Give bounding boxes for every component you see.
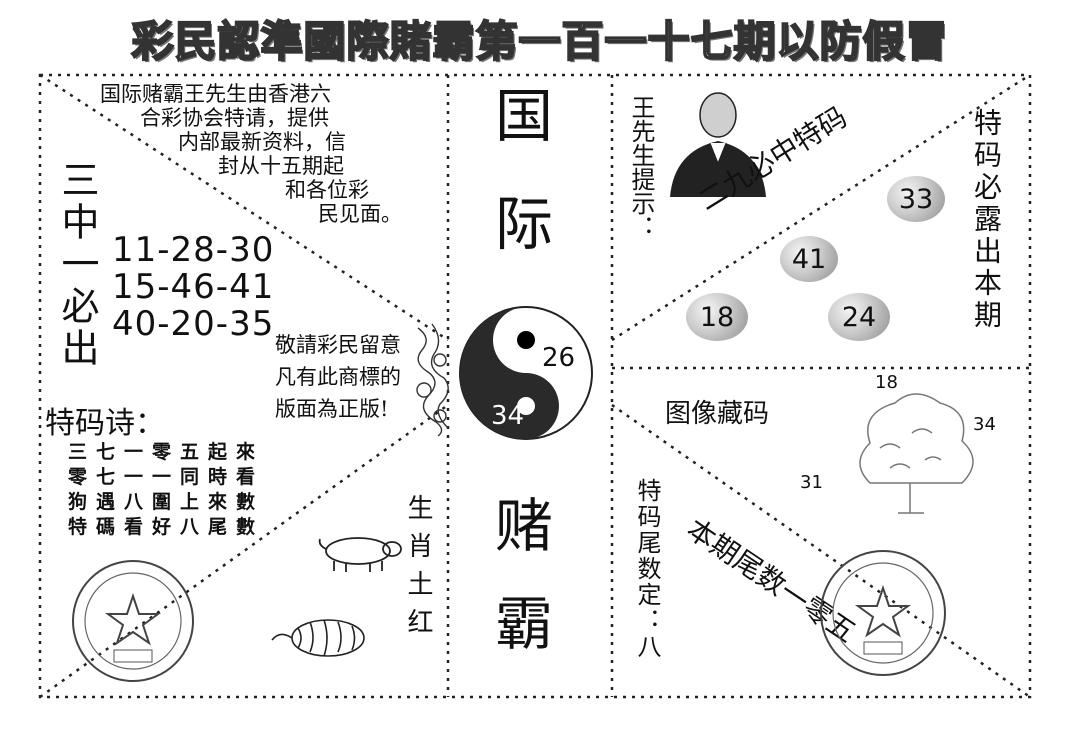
- intro-line-1: 国际赌霸王先生由香港六: [100, 82, 331, 106]
- page-title: 彩民認準國際賭霸第一百一十七期以防假冒: [130, 16, 949, 67]
- image-code-label: 图像藏码: [665, 399, 770, 429]
- yin-yang-number-1: 26: [542, 343, 576, 373]
- seal-stamp-right: [820, 550, 946, 676]
- yin-yang-icon: [459, 306, 593, 440]
- hidden-number-31: 31: [800, 472, 823, 493]
- intro-line-4: 封从十五期起: [218, 154, 344, 178]
- right-label: 特码必露出本期: [970, 108, 1003, 332]
- notice-line-2: 凡有此商標的: [275, 365, 401, 389]
- tail-label: 特码尾数定：八: [633, 478, 661, 660]
- hidden-number-34: 34: [973, 414, 996, 435]
- ball-18: 18: [686, 293, 748, 341]
- poem-title: 特码诗：: [45, 406, 165, 441]
- poem-line-2: 零七一一同時看: [68, 466, 265, 488]
- intro-line-3: 内部最新资料，信: [178, 130, 346, 154]
- hidden-number-18: 18: [875, 372, 898, 393]
- seal-stamp-left: [72, 560, 194, 682]
- tiger-icon: [271, 619, 365, 657]
- center-bottom-chars: 赌霸: [485, 495, 553, 691]
- portrait-photo: [670, 92, 766, 197]
- intro-line-6: 民见面。: [318, 202, 402, 226]
- center-top-chars: 国际: [485, 85, 553, 301]
- zodiac-label: 生肖土红: [403, 494, 433, 646]
- tip-label: 王先生提示：: [627, 95, 655, 239]
- poem-line-4: 特碼看好八尾數: [68, 516, 265, 538]
- ornament-image: [416, 323, 449, 437]
- poem-line-3: 狗遇八圍上來數: [68, 491, 265, 513]
- intro-line-5: 和各位彩: [285, 178, 369, 202]
- seal-star-icon: [84, 572, 182, 670]
- notice-line-1: 敬請彩民留意: [275, 333, 401, 357]
- seal-star-icon-right: [832, 562, 934, 664]
- ball-33: 33: [887, 176, 945, 222]
- pig-icon: [318, 537, 402, 572]
- tree-image: [859, 393, 974, 514]
- number-row-2: 15-46-41: [112, 267, 275, 307]
- three-sure-label: 三中一必出: [55, 160, 99, 370]
- yin-yang-number-2: 34: [491, 401, 525, 431]
- poem-line-1: 三七一零五起來: [68, 441, 265, 463]
- ball-24: 24: [828, 293, 890, 341]
- number-row-1: 11-28-30: [112, 230, 275, 270]
- number-row-3: 40-20-35: [112, 304, 275, 344]
- intro-line-2: 合彩协会特请，提供: [140, 106, 329, 130]
- ball-41: 41: [780, 236, 838, 282]
- notice-line-3: 版面為正版!: [275, 397, 389, 421]
